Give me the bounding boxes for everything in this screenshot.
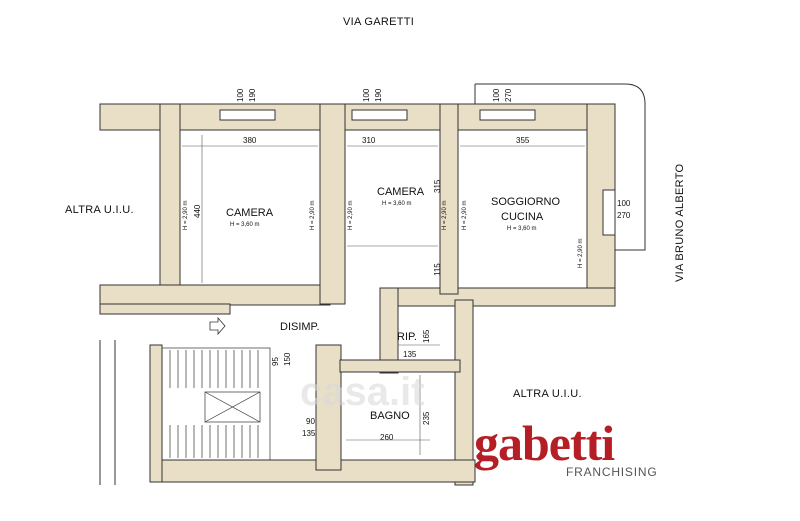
dim-h290-1: H = 2,90 m — [183, 200, 189, 230]
disimp-name: DISIMP. — [280, 321, 320, 333]
dim-soggiorno-w: 355 — [516, 136, 530, 145]
dim-rip-h: 165 — [422, 329, 431, 343]
rip-name: RIP. — [397, 331, 417, 343]
dim-w1-a: 100 — [236, 88, 245, 102]
staircase — [161, 347, 271, 461]
logo-wordmark: gabetti — [474, 415, 615, 471]
neighbor-left-label: ALTRA U.I.U. — [65, 204, 134, 216]
dim-h290-3: H = 2,90 m — [348, 200, 354, 230]
top-windows — [219, 109, 536, 121]
dim-w1-b: 190 — [248, 88, 257, 102]
street-top-label: VIA GARETTI — [343, 16, 415, 28]
gabetti-logo: gabetti FRANCHISING — [474, 415, 657, 488]
dim-bagno-w: 260 — [380, 433, 394, 442]
stair-treads-lower — [169, 425, 259, 458]
dim-h290-4: H = 2,90 m — [442, 200, 448, 230]
logo-subtitle: FRANCHISING — [566, 465, 658, 479]
dim-hall-115: 115 — [433, 263, 442, 276]
entrance-arrow-icon — [209, 316, 226, 336]
neighbor-bottom-label: ALTRA U.I.U. — [513, 388, 582, 400]
cucina-name: CUCINA — [501, 211, 544, 223]
dim-camera1-h: 440 — [193, 204, 202, 218]
walls — [99, 103, 616, 486]
dim-side-win-b: 270 — [617, 211, 631, 220]
dim-w2-a: 100 — [362, 88, 371, 102]
balcony — [474, 83, 646, 251]
street-right-label: VIA BRUNO ALBERTO — [674, 163, 686, 282]
dim-door-a: 90 — [306, 417, 315, 426]
camera2-height: H = 3,60 m — [382, 201, 412, 207]
dim-w3-b: 270 — [504, 88, 513, 102]
dim-disimp-b: 150 — [283, 352, 292, 366]
bagno-name: BAGNO — [370, 410, 410, 422]
soggiorno-name: SOGGIORNO — [491, 196, 561, 208]
stair-treads-upper — [169, 350, 259, 388]
dim-h290-2: H = 2,90 m — [310, 200, 316, 230]
dim-h290-6: H = 2,90 m — [578, 238, 584, 268]
dim-w2-b: 190 — [374, 88, 383, 102]
camera2-name: CAMERA — [377, 186, 425, 198]
camera1-name: CAMERA — [226, 207, 274, 219]
dimension-lines — [182, 135, 585, 455]
dim-side-win-a: 100 — [617, 199, 631, 208]
dim-h290-5: H = 2,90 m — [462, 200, 468, 230]
camera1-height: H = 3,60 m — [230, 222, 260, 228]
dim-camera2-w: 310 — [362, 136, 376, 145]
soggiorno-height: H = 3,60 m — [507, 226, 537, 232]
dim-disimp-a: 95 — [271, 357, 280, 366]
dim-door-b: 135 — [302, 429, 316, 438]
dim-w3-a: 100 — [492, 88, 501, 102]
left-unit-lines — [99, 340, 116, 485]
dim-rip-w: 135 — [403, 350, 417, 359]
dim-camera2-h: 315 — [433, 179, 442, 193]
watermark: casa.it — [300, 370, 425, 414]
dim-camera1-w: 380 — [243, 136, 257, 145]
